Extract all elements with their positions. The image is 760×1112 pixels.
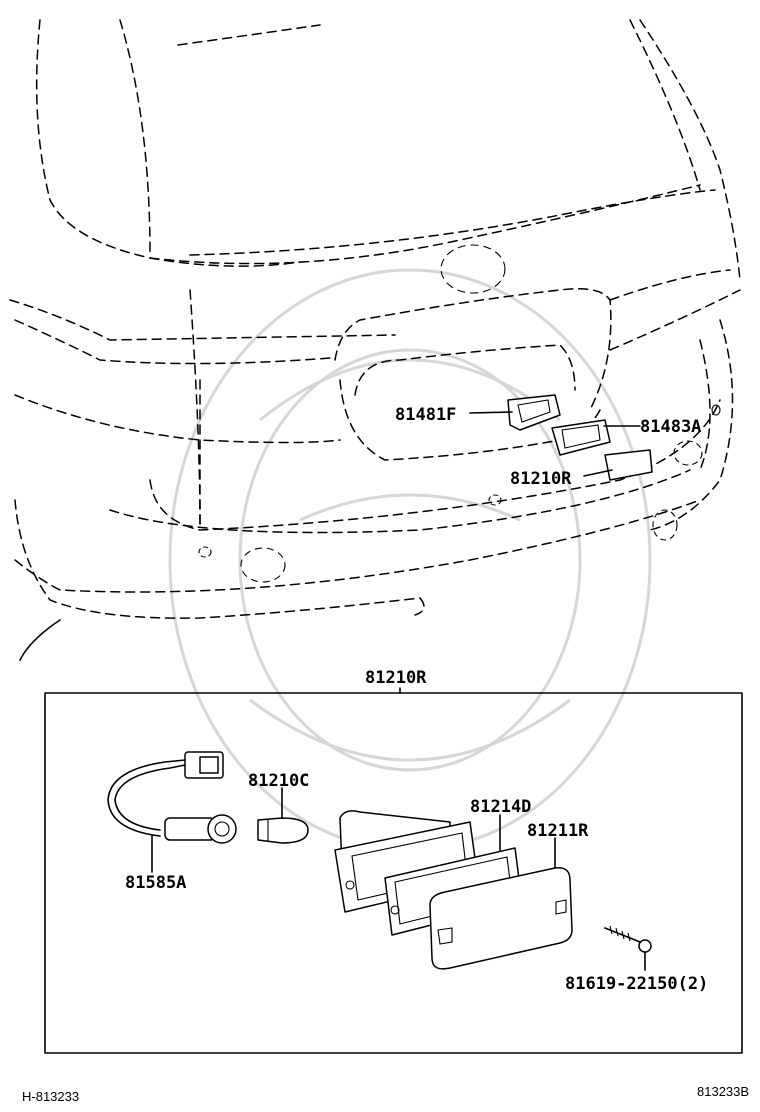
leader-81481F [469, 411, 513, 414]
footer-left-code: H-813233 [22, 1089, 79, 1104]
label-81211R: 81211R [527, 821, 589, 841]
lens-icon [429, 867, 573, 970]
assembly-box [44, 692, 743, 1054]
screw-icon [604, 925, 652, 953]
label-81483A: 81483A [640, 417, 701, 437]
label-81619-22150: 81619-22150(2) [565, 974, 708, 994]
leader-81210R-upper [583, 469, 613, 477]
license-lamp-housing-icon [507, 394, 561, 431]
label-81210C: 81210C [248, 771, 309, 791]
vehicle-rear-outline [9, 19, 741, 661]
bracket-icon [551, 419, 611, 456]
label-81585A: 81585A [125, 873, 186, 893]
footer-right-code: 813233B [697, 1084, 749, 1099]
socket-cord-icon [107, 751, 237, 844]
lamp-housing-icon [334, 810, 479, 913]
label-81481F: 81481F [395, 405, 456, 425]
label-81210R-box: 81210R [365, 668, 427, 688]
label-81214D: 81214D [470, 797, 531, 817]
bulb-icon [257, 817, 309, 844]
lamp-assy-icon [604, 449, 653, 481]
label-81210R-upper: 81210R [510, 469, 572, 489]
